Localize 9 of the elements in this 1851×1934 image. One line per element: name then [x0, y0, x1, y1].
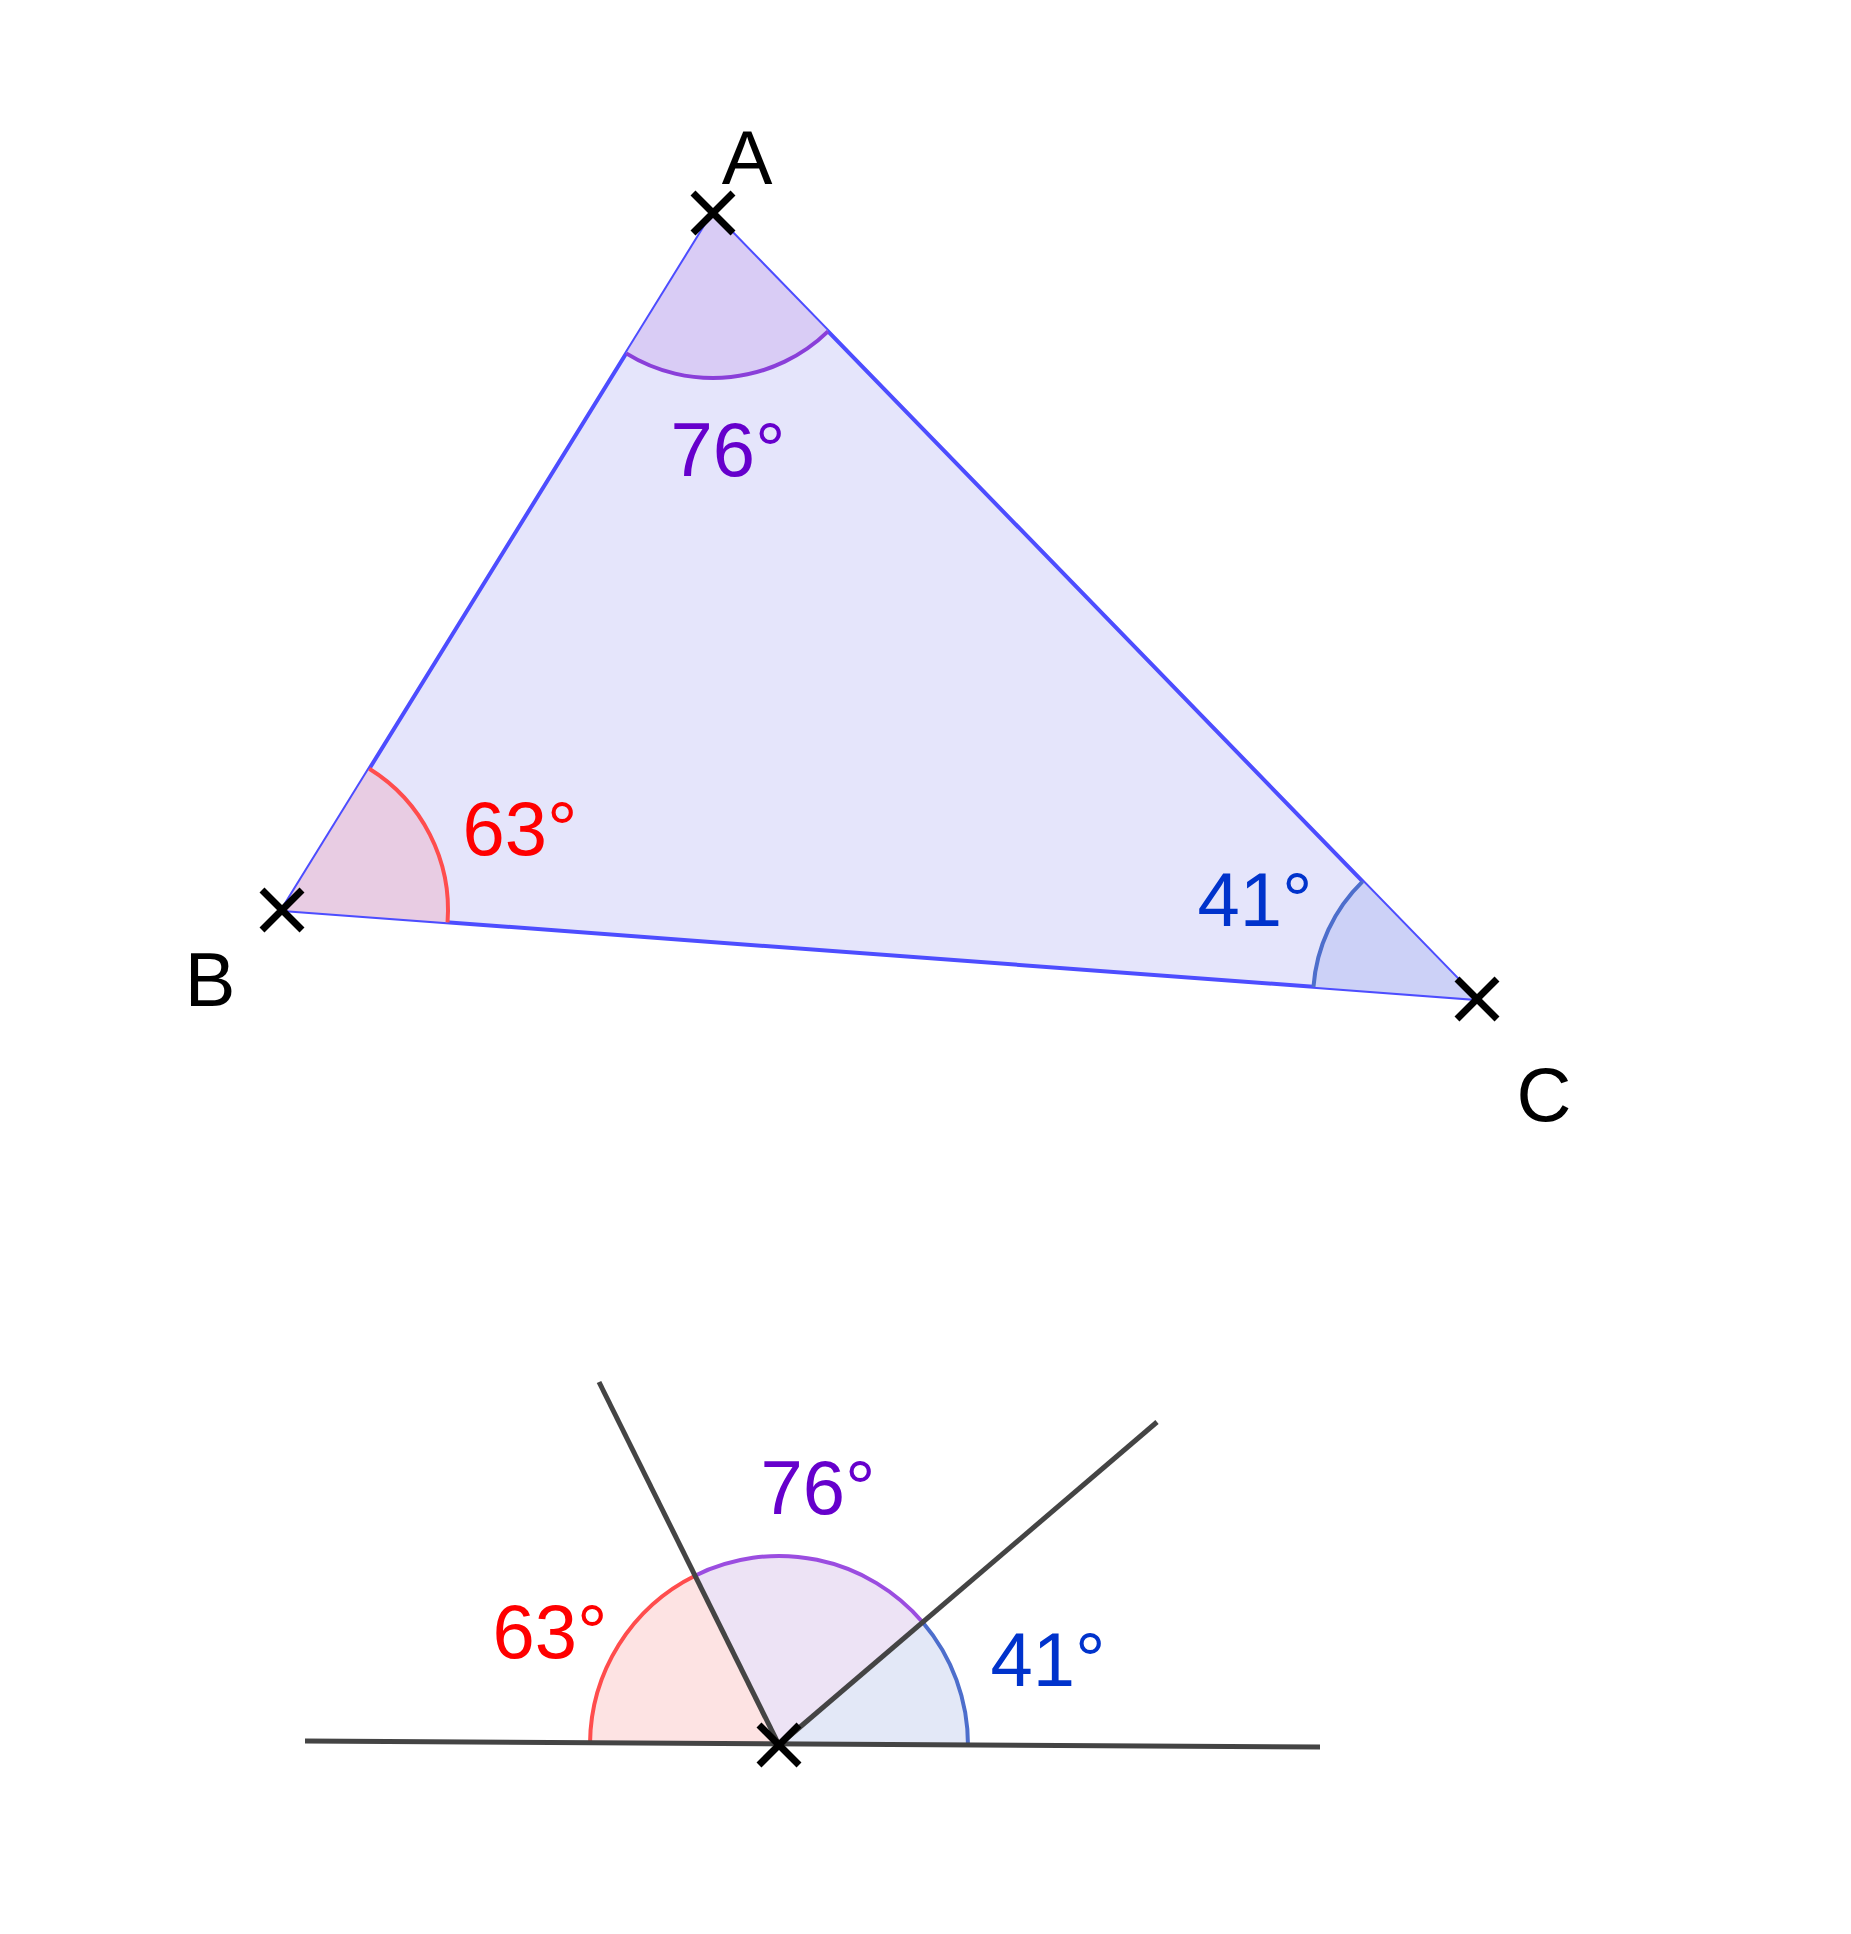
angle-label: 63° [492, 1594, 608, 1670]
angle-label: 41° [1197, 862, 1313, 938]
angle-label: 76° [760, 1450, 876, 1526]
angle-label: 76° [670, 412, 786, 488]
angle-label: 41° [990, 1622, 1106, 1698]
vertex-label: A [721, 120, 773, 196]
vertex-label: C [1516, 1057, 1572, 1133]
vertex-label: B [184, 942, 236, 1018]
angle-label: 63° [462, 791, 578, 867]
